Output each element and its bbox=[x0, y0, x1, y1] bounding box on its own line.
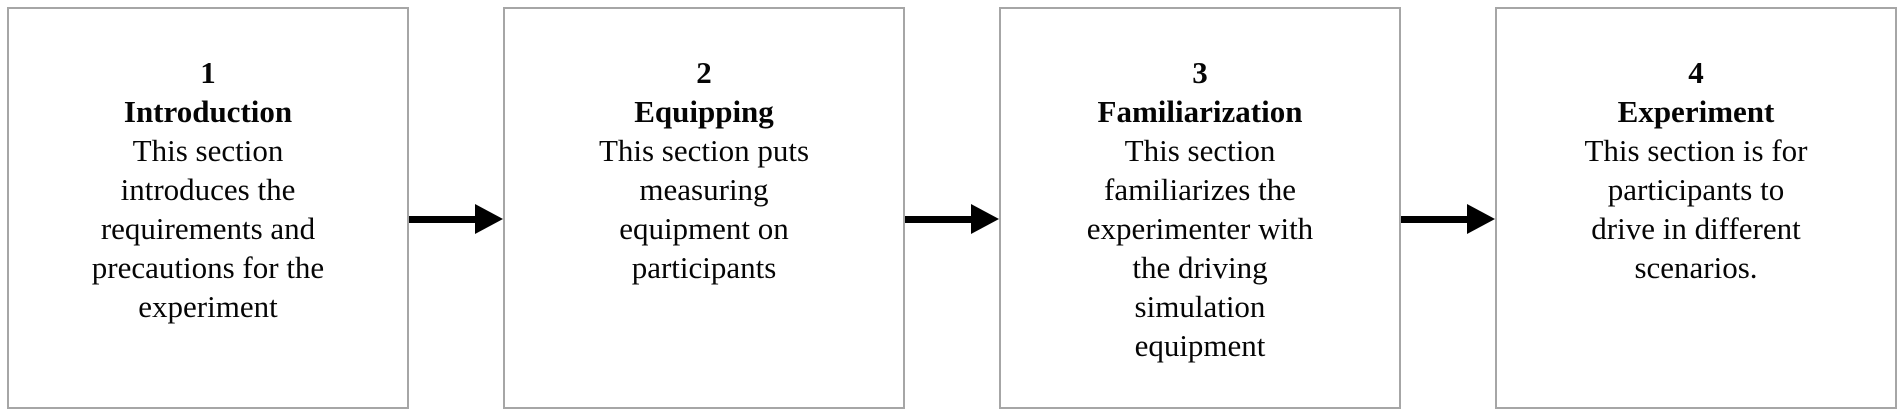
step-box-equipping: 2 Equipping This section puts measuring … bbox=[503, 7, 905, 409]
step-box-experiment: 4 Experiment This section is for partici… bbox=[1495, 7, 1897, 409]
arrow-line bbox=[905, 215, 975, 223]
arrow-cell-1 bbox=[409, 7, 503, 409]
step-number: 3 bbox=[1192, 55, 1208, 90]
step-title: Equipping bbox=[634, 94, 774, 129]
right-arrow-icon bbox=[1401, 204, 1495, 234]
step-description: This section puts measuring equipment on… bbox=[598, 133, 810, 285]
arrow-line bbox=[1401, 215, 1471, 223]
right-arrow-icon bbox=[409, 204, 503, 234]
step-title: Familiarization bbox=[1097, 94, 1303, 129]
step-box-familiarization: 3 Familiarization This section familiari… bbox=[999, 7, 1401, 409]
step-number: 2 bbox=[696, 55, 712, 90]
arrow-cell-3 bbox=[1401, 7, 1495, 409]
step-description: This section is for participants to driv… bbox=[1584, 133, 1808, 285]
step-title: Introduction bbox=[123, 94, 293, 129]
step-number: 4 bbox=[1688, 55, 1704, 90]
right-arrow-icon bbox=[905, 204, 999, 234]
step-number: 1 bbox=[200, 55, 216, 90]
arrow-line bbox=[409, 215, 479, 223]
arrow-head bbox=[475, 204, 503, 234]
step-title: Experiment bbox=[1617, 94, 1775, 129]
arrow-cell-2 bbox=[905, 7, 999, 409]
step-box-introduction: 1 Introduction This section introduces t… bbox=[7, 7, 409, 409]
arrow-head bbox=[1467, 204, 1495, 234]
step-description: This section introduces the requirements… bbox=[91, 133, 325, 324]
step-description: This section familiarizes the experiment… bbox=[1086, 133, 1314, 363]
arrow-head bbox=[971, 204, 999, 234]
